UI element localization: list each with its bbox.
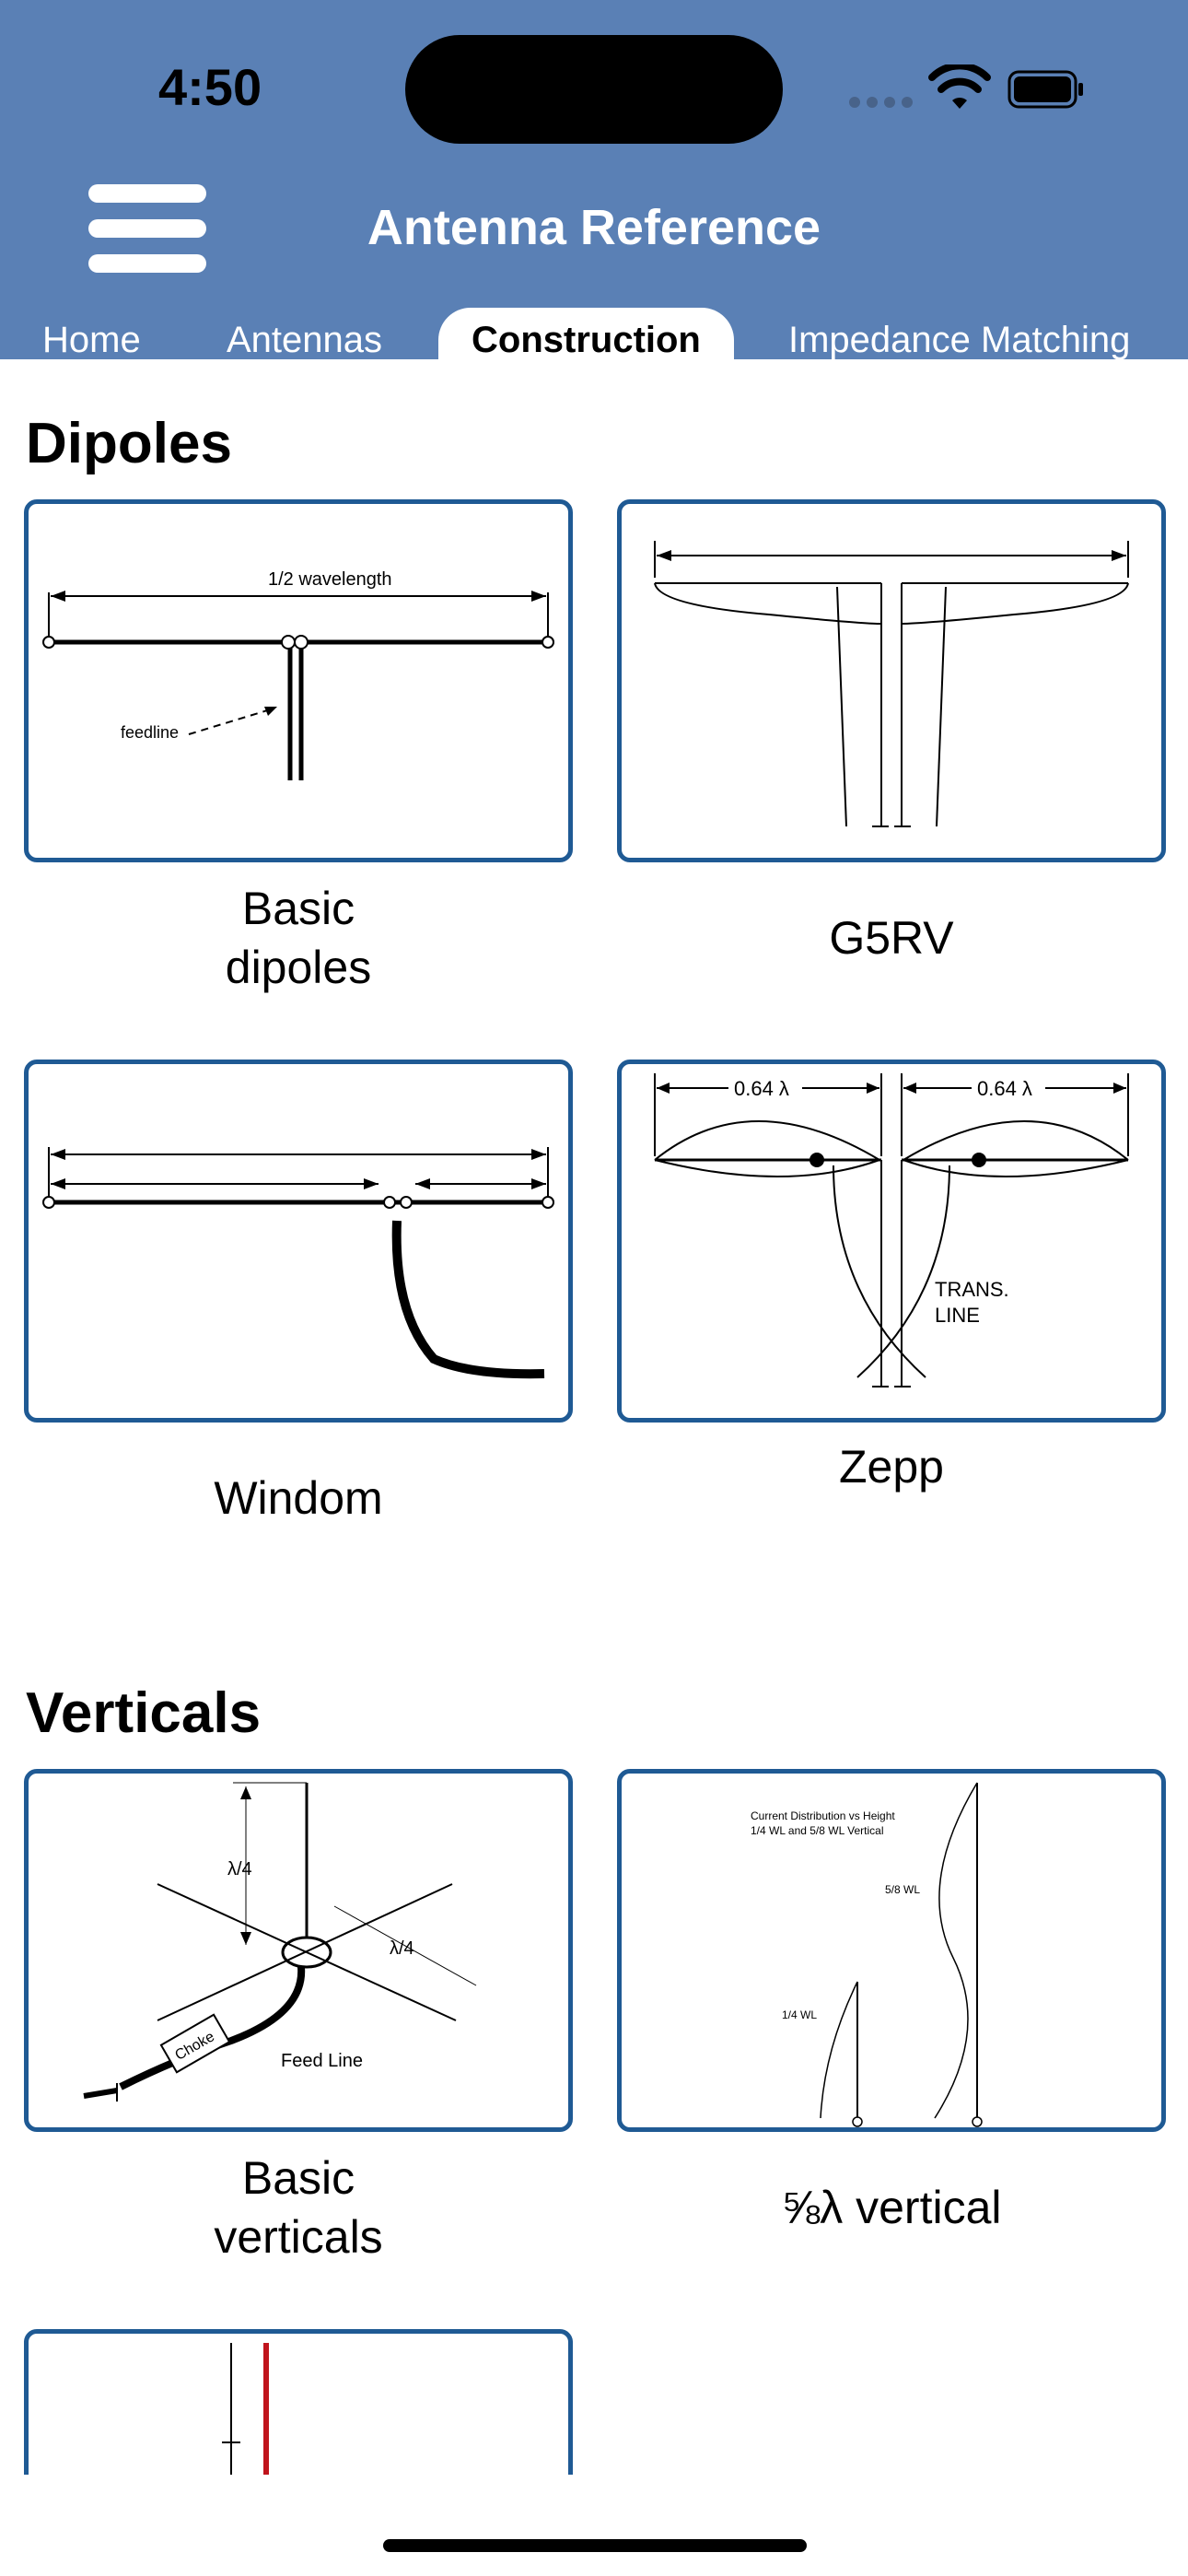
card-zepp[interactable]: 0.64 λ 0.64 λ TRANS. LINE	[617, 1060, 1166, 1423]
svg-text:0.64 λ: 0.64 λ	[734, 1077, 789, 1100]
home-indicator[interactable]	[383, 2539, 807, 2552]
status-bar: 4:50	[0, 0, 1188, 175]
svg-text:1/4 WL: 1/4 WL	[782, 2008, 817, 2021]
caption-basic-verticals: Basic verticals	[214, 2152, 383, 2263]
caption-zepp: Zepp	[839, 1441, 944, 1493]
svg-text:λ/4: λ/4	[227, 1859, 252, 1879]
navigation-bar: Antenna Reference	[0, 175, 1188, 295]
tab-home[interactable]: Home	[42, 320, 141, 359]
svg-text:λ/4: λ/4	[390, 1938, 414, 1959]
g5rv-diagram	[654, 541, 1129, 827]
card-five-eighths-vertical[interactable]: Current Distribution vs Height 1/4 WL an…	[617, 1769, 1166, 2132]
tab-antennas[interactable]: Antennas	[227, 320, 383, 359]
card-basic-verticals[interactable]: λ/4 λ/4 Choke Feed Line	[24, 1769, 573, 2132]
signal-dots-icon	[849, 96, 919, 112]
card-vertical-partial[interactable]	[24, 2329, 573, 2475]
svg-text:Feed Line: Feed Line	[281, 2051, 363, 2071]
svg-text:Current Distribution vs Height: Current Distribution vs Height	[751, 1809, 895, 1822]
zepp-diagram: 0.64 λ 0.64 λ TRANS. LINE	[654, 1073, 1129, 1388]
section-title-verticals: Verticals	[26, 1681, 262, 1745]
svg-text:0.64 λ: 0.64 λ	[977, 1077, 1032, 1100]
status-time: 4:50	[158, 58, 262, 116]
dynamic-island	[405, 35, 783, 144]
caption-windom: Windom	[214, 1472, 383, 1524]
tab-impedance-matching[interactable]: Impedance Matching	[788, 320, 1131, 359]
svg-text:1/2 wavelength: 1/2 wavelength	[268, 569, 392, 590]
svg-text:TRANS.: TRANS.	[935, 1278, 1009, 1301]
caption-g5rv: G5RV	[829, 912, 954, 964]
windom-diagram	[42, 1147, 554, 1379]
wifi-icon	[928, 64, 991, 109]
section-title-dipoles: Dipoles	[26, 412, 232, 475]
card-windom[interactable]	[24, 1060, 573, 1423]
svg-text:1/4 WL and 5/8 WL Vertical: 1/4 WL and 5/8 WL Vertical	[751, 1824, 884, 1837]
five-eighths-vertical-diagram: Current Distribution vs Height 1/4 WL an…	[751, 1782, 983, 2127]
battery-icon	[1007, 70, 1083, 109]
svg-text:5/8 WL: 5/8 WL	[885, 1883, 920, 1896]
menu-button[interactable]	[88, 184, 210, 276]
tab-construction[interactable]: Construction	[438, 308, 734, 359]
card-g5rv[interactable]	[617, 499, 1166, 862]
caption-basic-dipoles: Basic dipoles	[225, 883, 372, 993]
basic-vertical-diagram: λ/4 λ/4 Choke Feed Line	[83, 1782, 477, 2102]
caption-five-eighths-vertical: ⅝λ vertical	[781, 2182, 1002, 2233]
content-scroll-area[interactable]: Dipoles 1/2 wavelength feedline Basic di…	[0, 359, 1188, 2475]
basic-dipole-diagram: 1/2 wavelength feedline	[42, 569, 554, 780]
svg-text:feedline: feedline	[121, 723, 179, 742]
vertical-partial-diagram	[222, 2343, 269, 2475]
page-title: Antenna Reference	[367, 200, 821, 255]
svg-text:LINE: LINE	[935, 1304, 980, 1327]
hamburger-menu-icon	[88, 184, 206, 203]
tab-bar: Home Antennas Construction Impedance Mat…	[0, 295, 1188, 359]
card-basic-dipoles[interactable]: 1/2 wavelength feedline	[24, 499, 573, 862]
